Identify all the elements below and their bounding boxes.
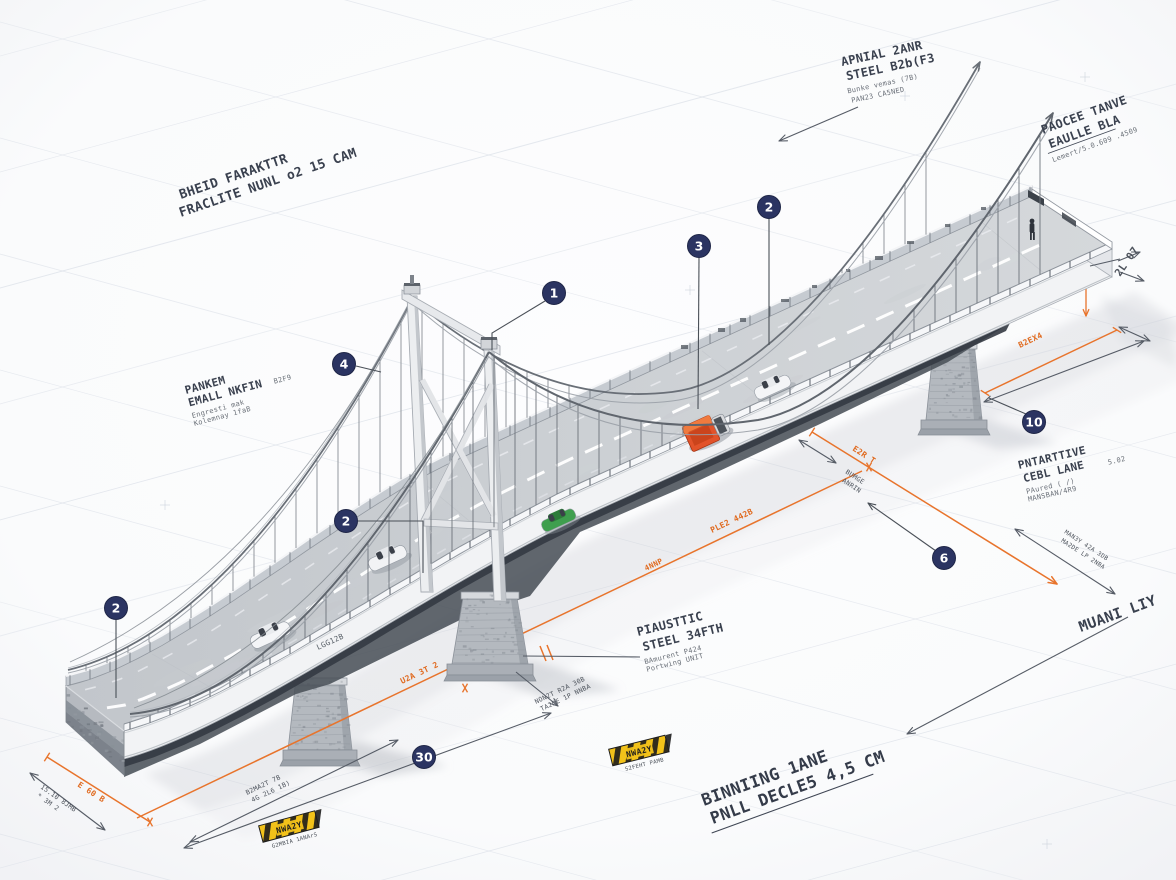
pier-tower xyxy=(443,591,537,682)
main-cable-front xyxy=(129,112,1054,718)
car-white-right xyxy=(754,374,796,403)
callout-badge-1-0: 1 xyxy=(491,281,566,350)
callout-badge-2-1: 2 xyxy=(757,195,781,345)
dark-dimension-lines xyxy=(29,106,1151,849)
callout-badge-3-2: 3 xyxy=(687,234,711,410)
ground-shadows xyxy=(146,292,1176,839)
callout-badge-30-6: 30 xyxy=(412,745,436,769)
badge-number: 10 xyxy=(1025,414,1043,429)
car-white-mid xyxy=(368,545,413,574)
person-figure xyxy=(1029,218,1035,240)
callout-badge-2-4: 2 xyxy=(104,596,128,698)
badge-number: 30 xyxy=(415,749,433,764)
annotation-text: 5.02 xyxy=(1107,455,1126,467)
badge-number: 2 xyxy=(342,513,351,528)
tower-pylon xyxy=(401,275,507,602)
callout-badge-10-8: 10 xyxy=(988,397,1046,434)
callout-badge-2-5: 2 xyxy=(334,509,424,573)
badge-number: 3 xyxy=(695,238,704,253)
car-green xyxy=(541,508,581,535)
badge-number: 2 xyxy=(112,600,121,615)
badge-number: 1 xyxy=(550,285,559,300)
badge-number: 4 xyxy=(340,356,349,371)
callout-badges: 1 2 3 4 2 2 30 6 10 xyxy=(104,195,1046,769)
deck-underside-shadow xyxy=(124,323,1010,777)
badge-number: 2 xyxy=(765,199,774,214)
badge-number: 6 xyxy=(940,550,949,565)
callout-badge-6-7: 6 xyxy=(867,502,956,570)
callout-badge-4-3: 4 xyxy=(332,352,382,376)
